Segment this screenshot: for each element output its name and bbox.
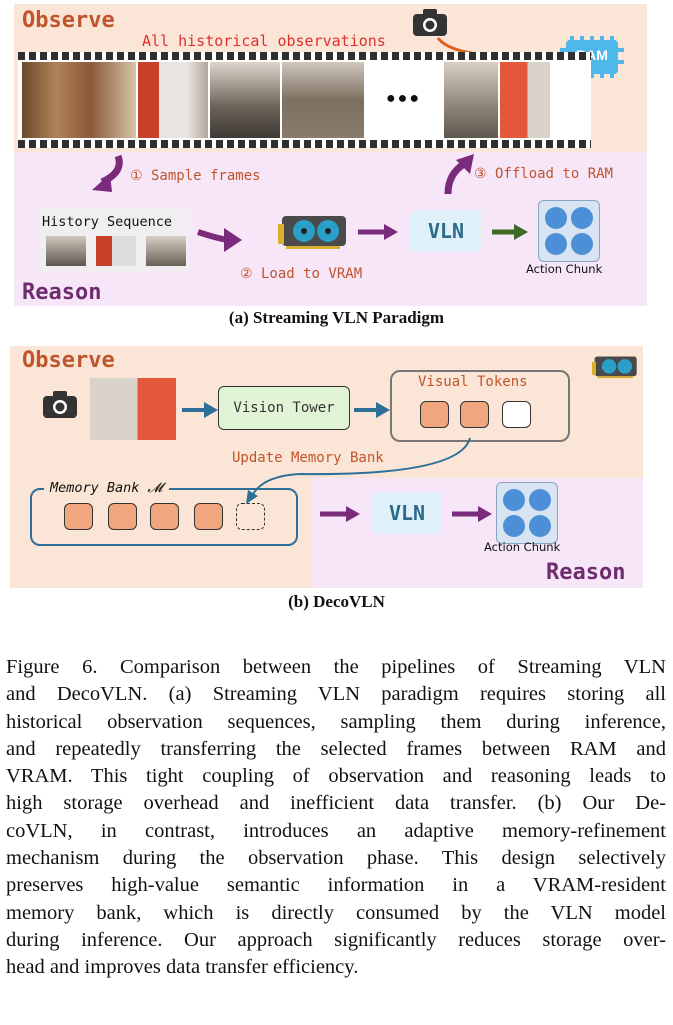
action-chunk-label-b: Action Chunk xyxy=(484,540,561,554)
caption-line: coVLN, in contrast, introduces an adapti… xyxy=(6,819,666,842)
visual-token-1 xyxy=(420,401,449,428)
history-to-gpu-arrow xyxy=(197,228,242,252)
memory-token-empty xyxy=(236,503,265,530)
caption-line: VRAM. This tight coupling of observation… xyxy=(6,765,666,788)
load-vram-label: ② Load to VRAM xyxy=(240,266,363,282)
film-strip-perforations-bottom xyxy=(18,140,591,148)
caption-line: Figure 6. Comparison between the pipelin… xyxy=(6,656,666,678)
observation-frame-b xyxy=(90,378,176,440)
caption-a: (a) Streaming VLN Paradigm xyxy=(228,308,445,327)
caption-b: (b) DecoVLN xyxy=(288,592,385,611)
action-chunk-icon-b xyxy=(496,482,558,544)
history-frame-3 xyxy=(146,236,186,266)
tower-to-tokens-arrow xyxy=(354,402,390,418)
caption-line: memory bank, which is directly consumed … xyxy=(6,901,666,924)
camera-icon xyxy=(412,8,448,43)
panel-b-observe-title: Observe xyxy=(22,348,115,373)
panel-a-reason-title: Reason xyxy=(22,280,102,305)
panel-a-observe-title: Observe xyxy=(22,8,115,33)
caption-line: head and improves data transfer efficien… xyxy=(6,956,359,979)
camera-icon-b xyxy=(42,390,78,425)
frame-bookshelf xyxy=(22,62,136,138)
visual-token-3 xyxy=(502,401,531,428)
memory-bank-label: Memory Bank 𝓜 xyxy=(44,480,169,496)
sample-arrow xyxy=(92,154,123,192)
figure-caption-text: Figure 6. Comparison between the pipelin… xyxy=(6,654,666,982)
frame-to-tower-arrow xyxy=(182,402,218,418)
caption-line: and repeatedly transferring the selected… xyxy=(6,737,666,760)
vln-to-action-arrow-a xyxy=(492,224,528,240)
vln-to-action-arrow-b xyxy=(452,506,492,522)
history-frame-1 xyxy=(46,236,86,266)
frame-red-wall xyxy=(500,62,550,138)
update-memory-curve xyxy=(246,437,471,504)
vln-box-b: VLN xyxy=(372,492,442,534)
caption-line: preserves high-value semantic informatio… xyxy=(6,874,666,897)
offload-arrow xyxy=(444,154,474,195)
action-chunk-icon-a xyxy=(538,200,600,262)
caption-line: high storage overhead and inefficient da… xyxy=(6,792,666,815)
frame-hallway-red xyxy=(138,62,208,138)
gpu-icon-small xyxy=(592,354,638,385)
action-chunk-label-a: Action Chunk xyxy=(526,262,603,276)
sample-frames-label: ① Sample frames xyxy=(130,168,261,184)
visual-tokens-label: Visual Tokens xyxy=(418,374,528,390)
film-strip-perforations-top xyxy=(18,52,591,60)
historical-observations-label: All historical observations xyxy=(142,32,386,50)
memory-token-1 xyxy=(64,503,93,530)
history-frame-2 xyxy=(96,236,136,266)
memory-token-4 xyxy=(194,503,223,530)
panel-b-reason-title: Reason xyxy=(546,560,626,585)
ellipsis: ●●● xyxy=(386,90,421,107)
memory-token-2 xyxy=(108,503,137,530)
frame-gap xyxy=(366,62,442,138)
frame-corridor-1 xyxy=(210,62,280,138)
memory-token-3 xyxy=(150,503,179,530)
offload-label: ③ Offload to RAM xyxy=(474,166,613,182)
vln-box-a: VLN xyxy=(410,210,482,252)
visual-tokens-box xyxy=(390,370,570,442)
frame-room xyxy=(444,62,498,138)
caption-line: and DecoVLN. (a) Streaming VLN paradigm … xyxy=(6,683,666,706)
history-sequence-label: History Sequence xyxy=(42,214,173,230)
gpu-icon xyxy=(278,214,348,255)
caption-line: historical observation sequences, sampli… xyxy=(6,710,666,733)
memory-to-vln-arrow xyxy=(320,506,360,522)
caption-line: mechanism during the observation phase. … xyxy=(6,847,666,870)
panel-b-reason-region xyxy=(312,478,643,588)
vision-tower-box: Vision Tower xyxy=(218,386,350,430)
frame-corridor-2 xyxy=(282,62,364,138)
caption-line: during inference. Our approach significa… xyxy=(6,928,666,951)
visual-token-2 xyxy=(460,401,489,428)
update-memory-label: Update Memory Bank xyxy=(232,450,384,466)
gpu-to-vln-arrow xyxy=(358,224,398,240)
